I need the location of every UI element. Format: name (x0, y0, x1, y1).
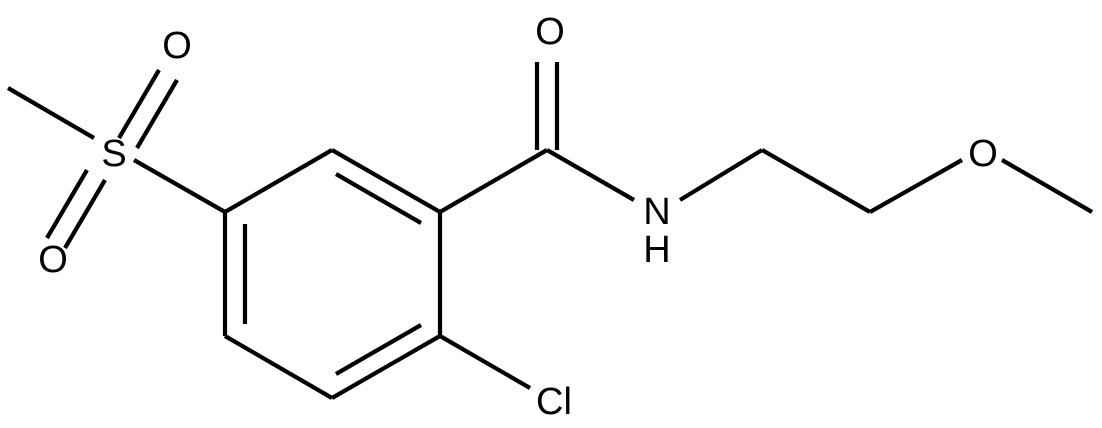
sulfonyl-bottom-oxygen-label: O (38, 239, 68, 281)
sulfonyl-top-oxygen-label: O (162, 25, 192, 67)
sulfonyl-top-double-bond (135, 78, 179, 150)
methyl-to-sulfur-bond (6, 86, 96, 140)
methylsulfonyl-group (6, 68, 227, 250)
chlorine-label: Cl (536, 381, 572, 423)
ch2-to-oxygen-bond (868, 158, 964, 214)
ether-oxygen-label: O (968, 133, 998, 175)
ring-to-chlorine-bond (438, 334, 532, 390)
carbonyl-oxygen-label: O (535, 11, 565, 53)
sulfur-label: S (101, 133, 126, 175)
ring-inner-bond (334, 172, 423, 225)
ring-to-carbonyl-bond (438, 148, 549, 214)
benzene-ring (222, 148, 443, 400)
amide-group (438, 62, 636, 214)
sulfonyl-bottom-double-bond (63, 178, 107, 250)
sulfonyl-top-double-bond (117, 68, 161, 140)
methoxyethyl-chain (678, 148, 1094, 214)
ring-inner-bond (334, 323, 423, 376)
amide-hydrogen-label: H (643, 229, 670, 271)
ring-to-sulfur-bond (132, 158, 227, 214)
ring-bond (330, 148, 442, 214)
sulfonyl-bottom-double-bond (45, 168, 89, 240)
ring-bond (223, 148, 334, 214)
nitrogen-to-ch2-bond (678, 148, 764, 202)
amide-nitrogen-label: N (643, 191, 670, 233)
carbonyl-to-nitrogen-bond (545, 148, 636, 202)
oxygen-to-methyl-bond (1000, 158, 1094, 214)
ring-bond (223, 334, 334, 400)
ch2-ch2-bond (760, 148, 872, 214)
ring-bond (330, 334, 442, 400)
